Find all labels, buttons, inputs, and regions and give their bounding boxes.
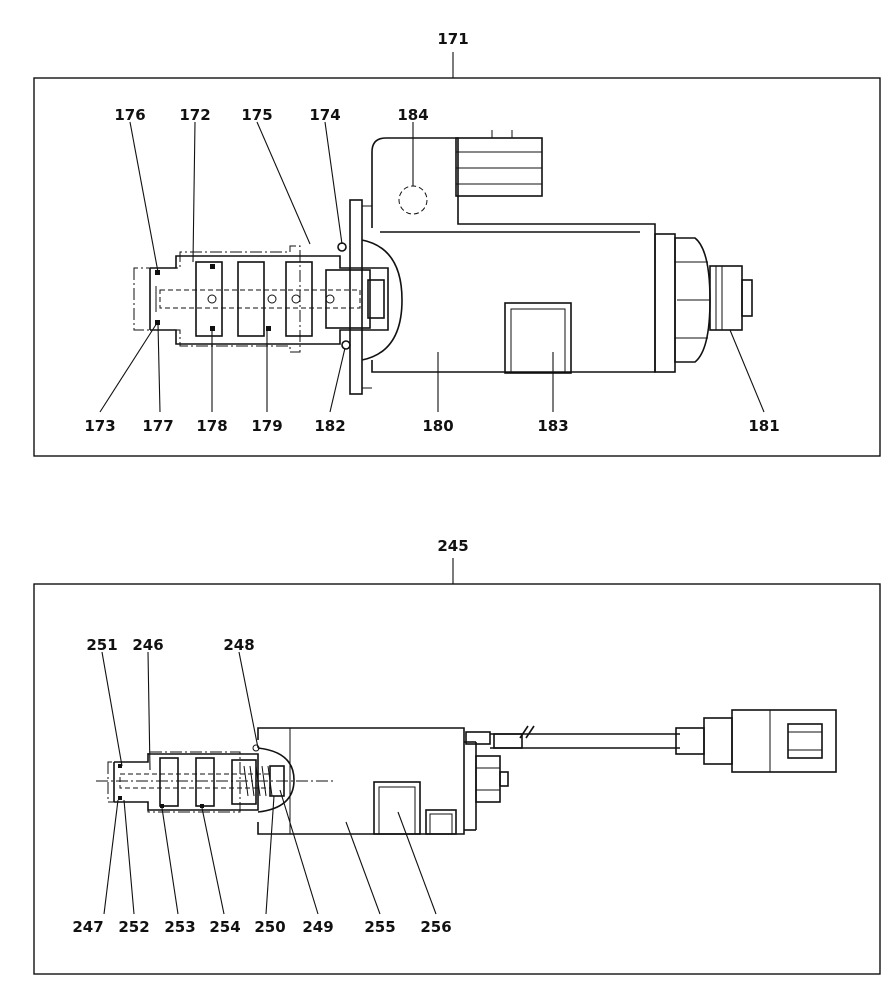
o-ring-248 (252, 744, 260, 752)
o-ring-178 (210, 326, 215, 331)
nameplate-183 (504, 302, 572, 374)
callout-253: 253 (164, 918, 195, 936)
callout-175: 175 (241, 106, 272, 124)
bottom-assembly: 245 (33, 537, 881, 975)
callout-256: 256 (420, 918, 451, 936)
connector-plug (703, 717, 733, 765)
callout-247: 247 (72, 918, 103, 936)
o-ring-179 (266, 326, 271, 331)
bottom-frame (33, 583, 881, 975)
o-ring-182 (341, 340, 351, 350)
valve-housing-bottom (107, 751, 241, 813)
top-assembly: 171 (33, 30, 881, 457)
dome-bottom (257, 747, 295, 813)
callout-250: 250 (254, 918, 285, 936)
assembly-number-245: 245 (437, 537, 468, 555)
spool-bore (159, 289, 361, 309)
callout-248: 248 (223, 636, 254, 654)
o-ring-173 (155, 320, 160, 325)
callout-246: 246 (132, 636, 163, 654)
callout-183: 183 (537, 417, 568, 435)
solenoid-body-255 (257, 727, 465, 835)
callout-182: 182 (314, 417, 345, 435)
flange (349, 199, 363, 395)
callout-254: 254 (209, 918, 240, 936)
valve-spool-bottom (113, 753, 259, 811)
callout-172: 172 (179, 106, 210, 124)
valve-housing (133, 245, 301, 353)
callout-173: 173 (84, 417, 115, 435)
callout-177: 177 (142, 417, 173, 435)
o-ring-247 (118, 796, 122, 800)
callout-179: 179 (251, 417, 282, 435)
o-ring-254 (200, 804, 204, 808)
callout-181: 181 (748, 417, 779, 435)
nameplate-256 (373, 781, 421, 835)
o-ring-176 (155, 270, 160, 275)
callout-184: 184 (397, 106, 428, 124)
assembly-number-171: 171 (437, 30, 468, 48)
o-ring-251 (118, 764, 122, 768)
top-frame (33, 77, 881, 457)
solenoid-body-180 (371, 137, 656, 373)
valve-spool (149, 255, 389, 345)
part-184-circle (398, 185, 428, 215)
callout-252: 252 (118, 918, 149, 936)
o-ring-174 (337, 242, 347, 252)
callout-180: 180 (422, 417, 453, 435)
spring (243, 765, 273, 797)
callout-251: 251 (86, 636, 117, 654)
connector-top (455, 137, 543, 197)
dome (361, 239, 403, 361)
callout-174: 174 (309, 106, 340, 124)
o-ring-253 (160, 804, 164, 808)
callout-178: 178 (196, 417, 227, 435)
nut-bottom (475, 755, 501, 803)
connector-body (731, 709, 837, 773)
callout-255: 255 (364, 918, 395, 936)
callout-249: 249 (302, 918, 333, 936)
callout-176: 176 (114, 106, 145, 124)
